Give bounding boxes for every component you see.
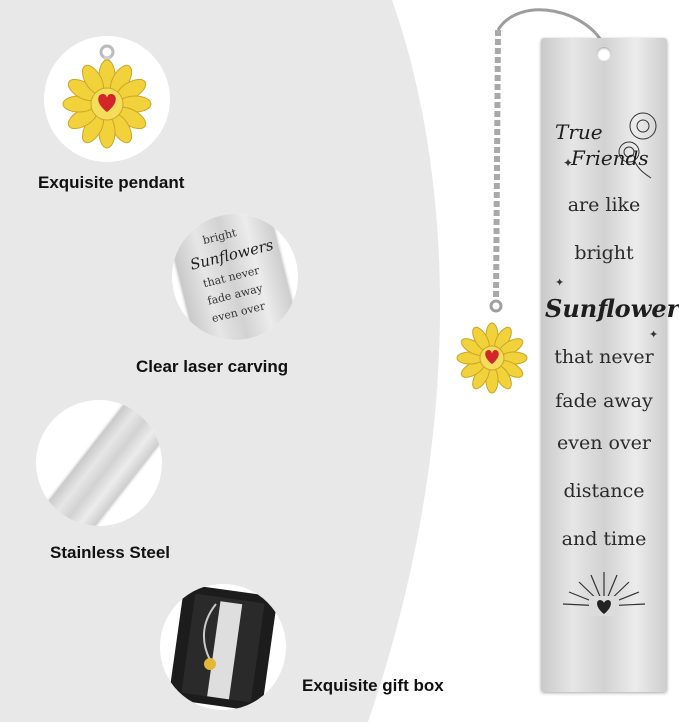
line-that-never: that never [554, 346, 654, 368]
caption-giftbox: Exquisite gift box [302, 676, 444, 695]
sparkle-icon-2: ✦ [555, 277, 565, 289]
caption-pendant: Exquisite pendant [38, 173, 185, 192]
line-bright: bright [574, 242, 634, 264]
sparkle-icon-3: ✦ [649, 329, 659, 341]
pendant-closeup [44, 36, 170, 162]
line-and-time: and time [561, 528, 647, 550]
main-pendant-icon [456, 322, 528, 394]
script-true: True [555, 120, 603, 144]
giftbox-closeup [160, 584, 286, 710]
closeup-script: Sunflowers [188, 235, 276, 274]
bookmark-heart-icon [597, 600, 611, 614]
caption-steel: Stainless Steel [50, 543, 171, 562]
closeup-bright: bright [201, 226, 238, 248]
line-even-over: even over [557, 432, 651, 454]
script-sunflowers: Sunflowers [545, 294, 679, 323]
caption-carving: Clear laser carving [136, 357, 289, 376]
chain [489, 8, 607, 313]
steel-closeup [36, 400, 162, 526]
heart-icon [98, 94, 116, 112]
line-are-like: are like [567, 194, 641, 216]
script-friends: Friends [571, 146, 649, 170]
line-distance: distance [563, 480, 645, 502]
bookmark-hole [597, 47, 611, 61]
line-fade-away: fade away [555, 390, 653, 412]
sunflower-engraving-icon [618, 112, 657, 179]
sparkle-icon: ✦ [563, 156, 574, 170]
carving-closeup: bright Sunflowers that never fade away e… [172, 214, 298, 340]
sunburst-icon [562, 572, 646, 616]
main-bookmark: True Friends ✦ are like bright ✦ Sunflow… [541, 38, 679, 692]
sunflower-pendant-icon [62, 44, 152, 149]
